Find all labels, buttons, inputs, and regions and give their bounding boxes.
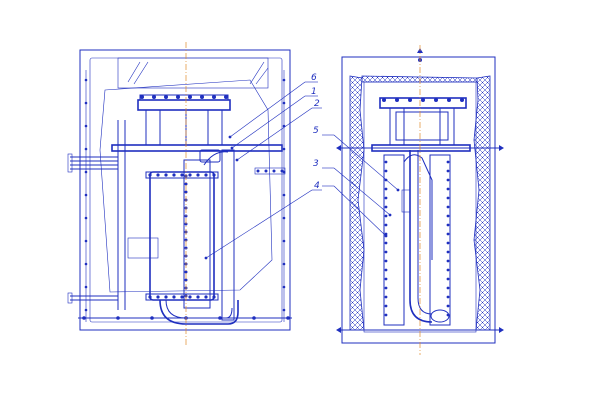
callout-4: 4 [314, 181, 320, 191]
callout-1: 1 [311, 87, 317, 97]
side-view [336, 45, 504, 355]
callout-3: 3 [313, 159, 319, 169]
base-fasteners [82, 316, 290, 320]
top-window [117, 57, 269, 89]
callout-2: 2 [314, 99, 320, 109]
callout-5: 5 [313, 126, 319, 136]
side-connector [254, 167, 286, 175]
side-coil-left [383, 154, 405, 326]
side-coil-right [429, 154, 451, 326]
top-insulation [361, 75, 478, 83]
cabinet-outline [79, 49, 291, 331]
side-coil-studs [384, 160, 450, 317]
coil-studs [184, 174, 188, 298]
vessel-bottom-flange [145, 293, 219, 301]
right-insulation [473, 75, 491, 331]
side-callouts: 5 3 [313, 126, 400, 238]
side-riser [409, 150, 433, 323]
callout-6: 6 [311, 73, 317, 83]
top-flange [139, 94, 229, 101]
front-view [67, 42, 292, 345]
coil-column [183, 159, 211, 309]
inlet-pipes [67, 153, 118, 304]
top-bolts [140, 95, 228, 99]
front-callouts: 6 1 2 4 [204, 73, 322, 260]
top-cover [137, 99, 231, 111]
deck-plate [111, 144, 283, 152]
vessel-bolts [148, 173, 216, 299]
heater-vessel [149, 171, 215, 301]
riser-pipe [221, 149, 235, 321]
side-cabinet-outline [341, 56, 496, 344]
casing-sheet [99, 79, 273, 293]
rail-fasteners [84, 78, 286, 312]
vessel-top-flange [145, 171, 219, 179]
window-glare [127, 61, 269, 85]
return-pipe [159, 299, 239, 325]
hidden-bracket [127, 237, 159, 259]
